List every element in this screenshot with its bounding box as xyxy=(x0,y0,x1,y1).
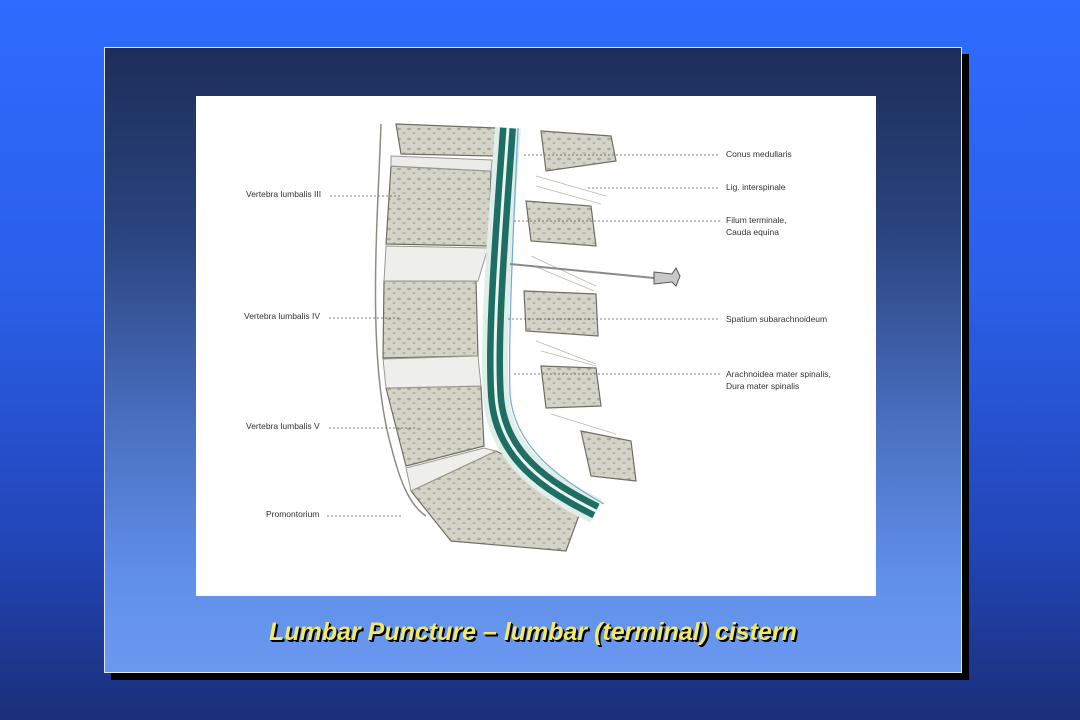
vertebral-body-l3 xyxy=(385,165,492,247)
spinous-process-l2 xyxy=(540,130,617,172)
spinous-process-l5 xyxy=(540,365,602,409)
label-dura-mater: Dura mater spinalis xyxy=(726,381,799,391)
left-leader-lines xyxy=(327,195,416,517)
label-vertebra-l5: Vertebra lumbalis V xyxy=(246,421,320,431)
label-spatium-subarachnoideum: Spatium subarachnoideum xyxy=(726,314,827,324)
spinous-process-l4 xyxy=(523,290,599,337)
disc-l3-l4 xyxy=(383,245,489,282)
label-lig-interspinale: Lig. interspinale xyxy=(726,182,786,192)
label-filum-terminale: Filum terminale, xyxy=(726,215,786,225)
label-cauda-equina: Cauda equina xyxy=(726,227,779,237)
anatomy-figure: Vertebra lumbalis III Vertebra lumbalis … xyxy=(196,96,876,596)
right-leader-lines xyxy=(508,154,720,375)
lumbar-spine-diagram: Vertebra lumbalis III Vertebra lumbalis … xyxy=(244,123,831,552)
needle-hub xyxy=(653,267,681,287)
spinous-process-l3 xyxy=(525,200,597,247)
sacral-crest xyxy=(580,430,637,482)
anterior-ligament-line xyxy=(374,123,427,517)
label-conus-medullaris: Conus medullaris xyxy=(726,149,792,159)
puncture-needle xyxy=(509,263,655,279)
label-vertebra-l4: Vertebra lumbalis IV xyxy=(244,311,320,321)
disc-l5-s1 xyxy=(405,447,498,492)
disc-l4-l5 xyxy=(382,355,482,389)
label-arachnoidea-mater: Arachnoidea mater spinalis, xyxy=(726,369,831,379)
label-promontorium: Promontorium xyxy=(266,509,319,519)
vertebral-body-l2 xyxy=(395,123,497,157)
interspinous-ligament xyxy=(530,175,617,435)
cauda-equina xyxy=(493,127,597,513)
vertebral-body-l4 xyxy=(382,280,479,359)
label-vertebra-l3: Vertebra lumbalis III xyxy=(246,189,321,199)
disc-l2-l3 xyxy=(390,155,493,172)
slide-caption: Lumbar Puncture – lumbar (terminal) cist… xyxy=(269,618,797,646)
dura-line xyxy=(509,127,605,505)
